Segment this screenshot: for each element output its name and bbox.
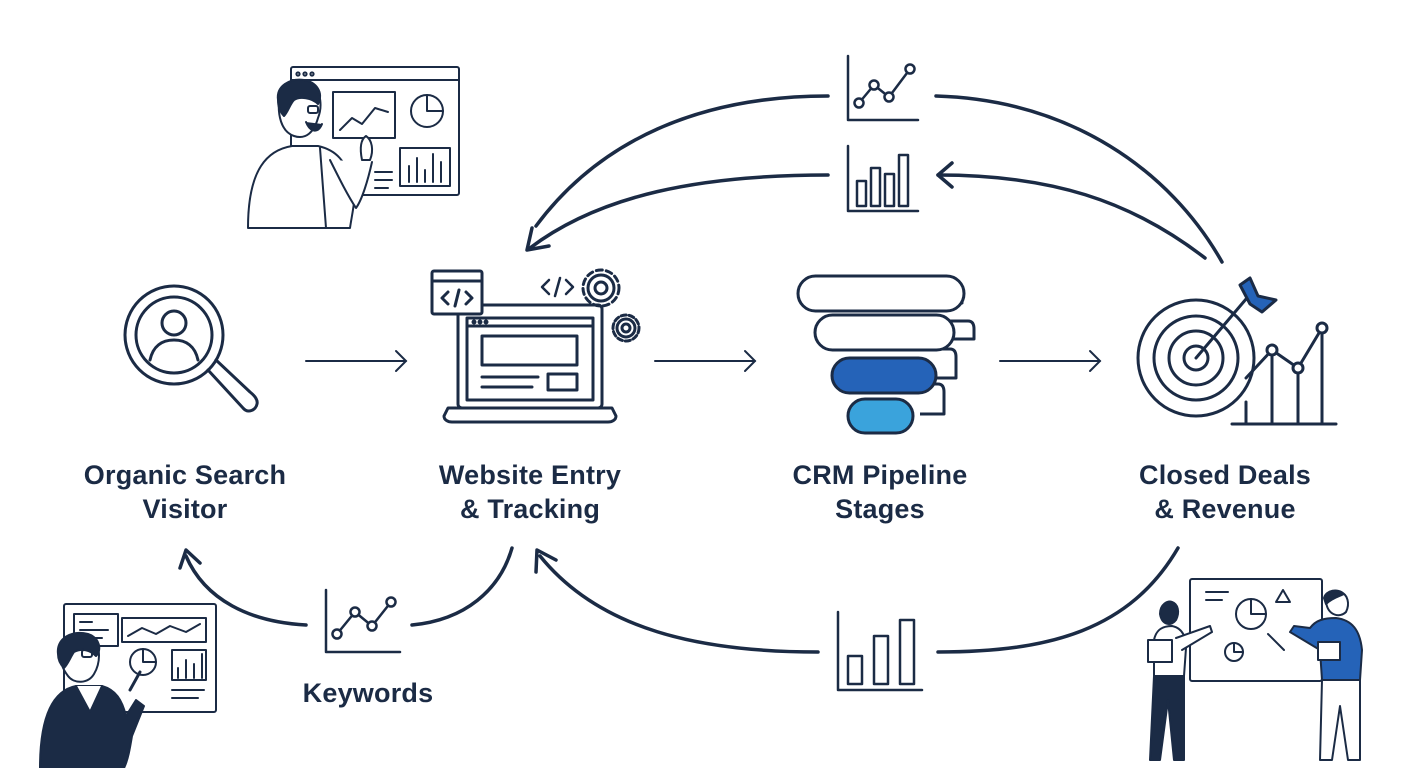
node-label-deals-line1: Closed Deals bbox=[1139, 460, 1311, 490]
node-label-visitor-line1: Organic Search bbox=[83, 460, 287, 490]
node-label-website: Website Entry & Tracking bbox=[400, 458, 660, 526]
analyst-board-illustration bbox=[39, 603, 217, 768]
code-window-icon bbox=[430, 269, 484, 316]
line-chart-icon-top bbox=[846, 54, 920, 122]
search-person-icon bbox=[123, 284, 259, 413]
flow-arrow-website-to-crm bbox=[654, 350, 757, 372]
bar-chart-icon-bottom bbox=[836, 610, 924, 692]
node-label-crm-line2: Stages bbox=[835, 494, 925, 524]
funnel-stack-icon bbox=[796, 274, 976, 435]
node-label-visitor: Organic Search Visitor bbox=[60, 458, 310, 526]
line-chart-icon-bottom bbox=[324, 588, 402, 654]
code-brackets-icon bbox=[540, 276, 575, 298]
node-label-visitor-line2: Visitor bbox=[142, 494, 228, 524]
node-label-deals: Closed Deals & Revenue bbox=[1095, 458, 1355, 526]
top-feedback-arcs bbox=[525, 94, 1224, 264]
flow-arrow-visitor-to-website bbox=[305, 350, 408, 372]
bar-chart-icon-top bbox=[846, 144, 920, 213]
target-growth-icon bbox=[1136, 276, 1338, 426]
node-label-website-line2: & Tracking bbox=[459, 494, 601, 524]
gear-icon bbox=[581, 268, 641, 343]
node-label-website-line1: Website Entry bbox=[438, 460, 622, 490]
flow-arrow-crm-to-deals bbox=[999, 350, 1102, 372]
node-label-crm: CRM Pipeline Stages bbox=[750, 458, 1010, 526]
analyst-dashboard-illustration bbox=[247, 66, 460, 229]
node-label-crm-line1: CRM Pipeline bbox=[792, 460, 968, 490]
node-label-deals-line2: & Revenue bbox=[1154, 494, 1296, 524]
team-presentation-illustration bbox=[1147, 578, 1363, 761]
laptop-code-icon bbox=[442, 303, 618, 424]
bottom-feedback-arcs bbox=[178, 546, 1180, 654]
keywords-label: Keywords bbox=[302, 678, 434, 708]
